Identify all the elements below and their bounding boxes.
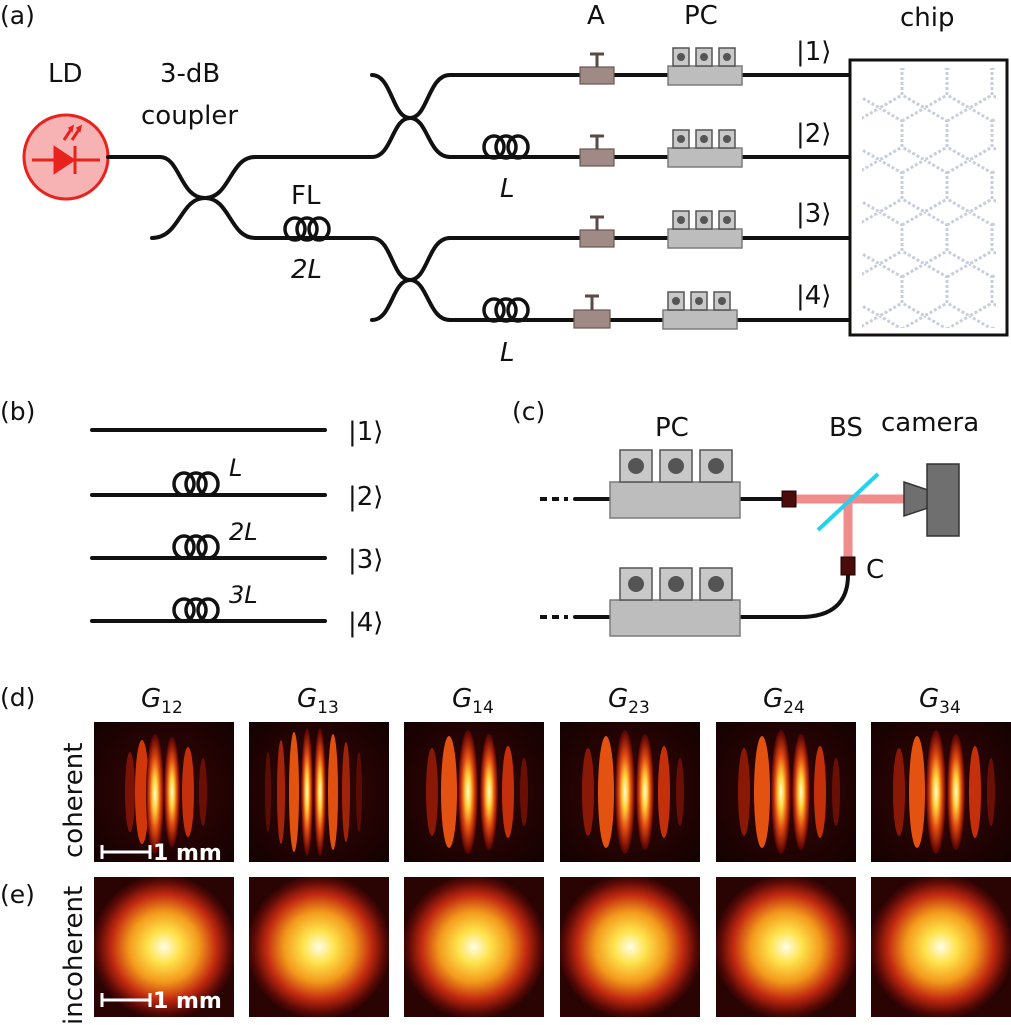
fiber-loop-L-upper-icon: [482, 134, 530, 160]
fiber-port-3: [408, 236, 852, 282]
fl-label: FL: [291, 181, 321, 211]
state-label-4: |4⟩: [348, 608, 383, 638]
chip: [848, 58, 1009, 337]
row-label-coherent: coherent: [59, 743, 89, 858]
collimator-label: C: [866, 555, 884, 585]
camera-icon: [903, 463, 960, 537]
chip-label: chip: [900, 3, 955, 33]
panel-label-c: (c): [512, 397, 545, 426]
honeycomb-lattice: [862, 68, 996, 328]
attenuator-1: [579, 52, 615, 85]
incoherent-image-G14: [404, 877, 544, 1017]
coherent-image-G23: [560, 722, 700, 862]
coupler-label-line2: coupler: [141, 101, 238, 131]
column-headers: G12 G13 G14 G23 G24 G34: [141, 684, 961, 718]
pc-3: [667, 210, 743, 249]
fiber-c-lower: [573, 573, 850, 619]
col-header-5: G34: [919, 684, 961, 718]
incoherent-image-G13: [249, 877, 389, 1017]
incoherent-images: 1 mm: [94, 877, 1011, 1017]
col-header-3: G23: [608, 684, 650, 718]
fiber-loop-b3-icon: [172, 534, 220, 560]
incoherent-image-G23: [560, 877, 700, 1017]
fl-length-label: 2L: [291, 255, 322, 285]
col-header-1: G13: [297, 684, 339, 718]
length-label-b4: 3L: [229, 581, 258, 609]
scalebar-label-incoherent: 1 mm: [153, 989, 222, 1014]
fiber-loop-b4-icon: [172, 597, 220, 623]
scalebar-label-coherent: 1 mm: [153, 841, 222, 866]
panel-a: (a) LD 3-dB coupler: [0, 1, 1009, 368]
bs-label: BS: [829, 413, 863, 443]
beamsplitter: [816, 472, 880, 532]
col-header-2: G14: [452, 684, 494, 718]
coherent-image-G34: [871, 722, 1011, 862]
col-header-0: G12: [141, 684, 183, 718]
panel-label-e: (e): [0, 880, 35, 909]
coherent-image-G12: 1 mm: [94, 722, 234, 866]
fiber-loop-L-lower-icon: [482, 297, 530, 323]
col-header-4: G24: [763, 684, 805, 718]
port-label-3: |3⟩: [796, 199, 831, 229]
panel-label-b: (b): [0, 397, 35, 426]
coupler-label-line1: 3-dB: [160, 59, 220, 89]
collimator-lower: [840, 556, 856, 576]
coherent-image-G13: [249, 722, 389, 862]
attenuator-2: [579, 134, 615, 167]
port-label-2: |2⟩: [796, 119, 831, 149]
pc-2: [667, 129, 743, 168]
port-label-4: |4⟩: [796, 281, 831, 311]
pc-c-lower: [609, 567, 741, 637]
ld-label: LD: [48, 59, 83, 89]
pc-c-upper: [609, 449, 741, 519]
row-label-incoherent: incoherent: [59, 886, 89, 1025]
fiber-coupler-upper: [203, 73, 412, 200]
fiber-coupler-lower: [203, 196, 412, 322]
coherent-images: 1 mm: [94, 722, 1011, 866]
attenuator-label: A: [587, 1, 605, 31]
panel-label-a: (a): [0, 1, 35, 30]
fiber-network: [106, 73, 852, 322]
fiber-ld-to-coupler: [106, 155, 207, 240]
fiber-loop-2L-icon: [283, 216, 331, 242]
length-label-b3: 2L: [229, 518, 258, 546]
panel-de: (d) (e) coherent incoherent G12 G13 G14 …: [0, 683, 1011, 1025]
length-label-b2: L: [229, 454, 242, 482]
pc-label-c: PC: [655, 413, 689, 443]
state-label-3: |3⟩: [348, 545, 383, 575]
fiber-port-4: [408, 278, 852, 322]
fiber-port-2: [408, 116, 852, 159]
laser-diode: [22, 113, 110, 201]
length-lower-label: L: [500, 338, 515, 368]
coherent-image-G14: [404, 722, 544, 862]
incoherent-image-G24: [716, 877, 856, 1017]
incoherent-image-G12: 1 mm: [94, 877, 234, 1017]
panel-label-d: (d): [0, 683, 35, 712]
diode-symbol-icon: [32, 124, 100, 175]
camera-label: camera: [881, 408, 979, 438]
length-upper-label: L: [500, 174, 515, 204]
incoherent-image-G34: [871, 877, 1011, 1017]
port-label-1: |1⟩: [796, 37, 831, 67]
panel-b: (b) L 2L 3L |1⟩ |2⟩ |3⟩ |4⟩: [0, 397, 383, 638]
attenuator-4: [573, 294, 611, 329]
fiber-loop-b2-icon: [172, 471, 220, 497]
pc-4: [662, 291, 738, 330]
fiber-port-1: [408, 73, 852, 120]
state-label-1: |1⟩: [348, 417, 383, 447]
state-label-2: |2⟩: [348, 482, 383, 512]
pc-1: [667, 47, 743, 86]
attenuator-3: [579, 215, 615, 248]
panel-c: (c) PC C BS: [512, 397, 979, 637]
pc-label-a: PC: [684, 1, 718, 31]
coherent-image-G24: [716, 722, 856, 862]
collimator-upper: [781, 490, 797, 508]
